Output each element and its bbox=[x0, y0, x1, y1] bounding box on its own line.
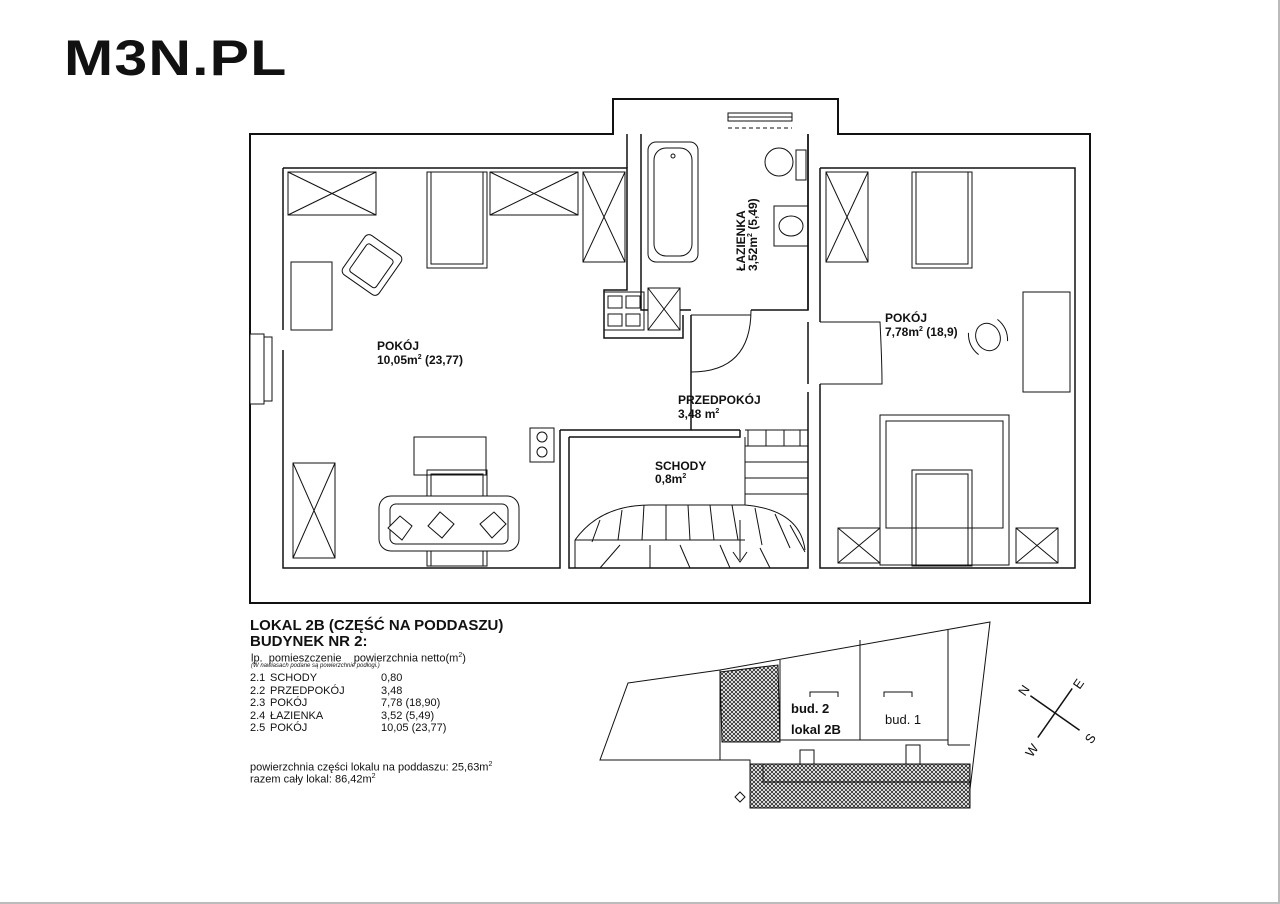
room-label-pokoj-left: POKÓJ bbox=[377, 338, 419, 353]
outer-wall bbox=[249, 98, 1091, 604]
left-room-outline-lower bbox=[560, 429, 741, 438]
room-area-pokoj-left: 10,05m2 (23,77) bbox=[377, 353, 463, 367]
sofa bbox=[378, 495, 520, 552]
legend-title-line1: LOKAL 2B (CZĘŚĆ NA PODDASZU) bbox=[250, 617, 504, 634]
room-label-schody: SCHODY bbox=[655, 459, 706, 473]
compass-w: W bbox=[1022, 740, 1042, 759]
site-label-bud1: bud. 1 bbox=[885, 712, 921, 727]
site-label-lokal2b: lokal 2B bbox=[791, 722, 841, 737]
legend-sum-total: razem cały lokal: 86,42m2 bbox=[250, 773, 376, 786]
armchair bbox=[341, 234, 403, 296]
stairs bbox=[574, 429, 808, 569]
legend-title-line2: BUDYNEK NR 2: bbox=[250, 633, 368, 650]
room-area-schody: 0,8m2 bbox=[655, 472, 686, 486]
left-window bbox=[249, 333, 273, 405]
room-label-przedpokoj: PRZEDPOKÓJ bbox=[678, 392, 761, 407]
legend-header: lp. pomieszczenie powierzchnia netto(m2) bbox=[251, 652, 466, 665]
chair bbox=[967, 318, 1009, 356]
right-room-outline bbox=[819, 167, 1076, 569]
legend-col-area: powierzchnia netto(m bbox=[353, 652, 459, 665]
room-label-lazienka: ŁAZIENKA bbox=[734, 210, 748, 271]
room-label-pokoj-right: POKÓJ bbox=[885, 310, 927, 325]
room-area-lazienka: 3,52m2 (5,49) bbox=[746, 198, 760, 271]
room-label-lazienka-group: ŁAZIENKA 3,52m2 (5,49) bbox=[734, 198, 760, 271]
top-window bbox=[727, 112, 793, 129]
site-label-bud2: bud. 2 bbox=[791, 701, 829, 716]
compass-n: N bbox=[1015, 682, 1033, 698]
compass-s: S bbox=[1082, 730, 1099, 746]
hall-right-wall bbox=[568, 322, 809, 569]
bathroom-walls bbox=[640, 134, 809, 311]
skylights bbox=[287, 171, 1059, 564]
legend-title: LOKAL 2B (CZĘŚĆ NA PODDASZU) BUDYNEK NR … bbox=[250, 618, 503, 650]
doors bbox=[690, 309, 883, 385]
site-plan bbox=[599, 621, 991, 809]
brand-logo: M3N.PL bbox=[64, 30, 288, 86]
legend-col-lp: lp. bbox=[251, 652, 263, 665]
legend-note: (W nawiasach podane są powierzchnie podł… bbox=[251, 663, 380, 669]
room-area-pokoj-right: 7,78m2 (18,9) bbox=[885, 325, 958, 339]
compass-rose: N S E W bbox=[1015, 676, 1099, 760]
room-area-przedpokoj: 3,48 m2 bbox=[678, 407, 719, 421]
legend-col-room: pomieszczenie bbox=[268, 652, 342, 665]
legend-sum-attic: powierzchnia części lokalu na poddaszu: … bbox=[250, 761, 493, 774]
